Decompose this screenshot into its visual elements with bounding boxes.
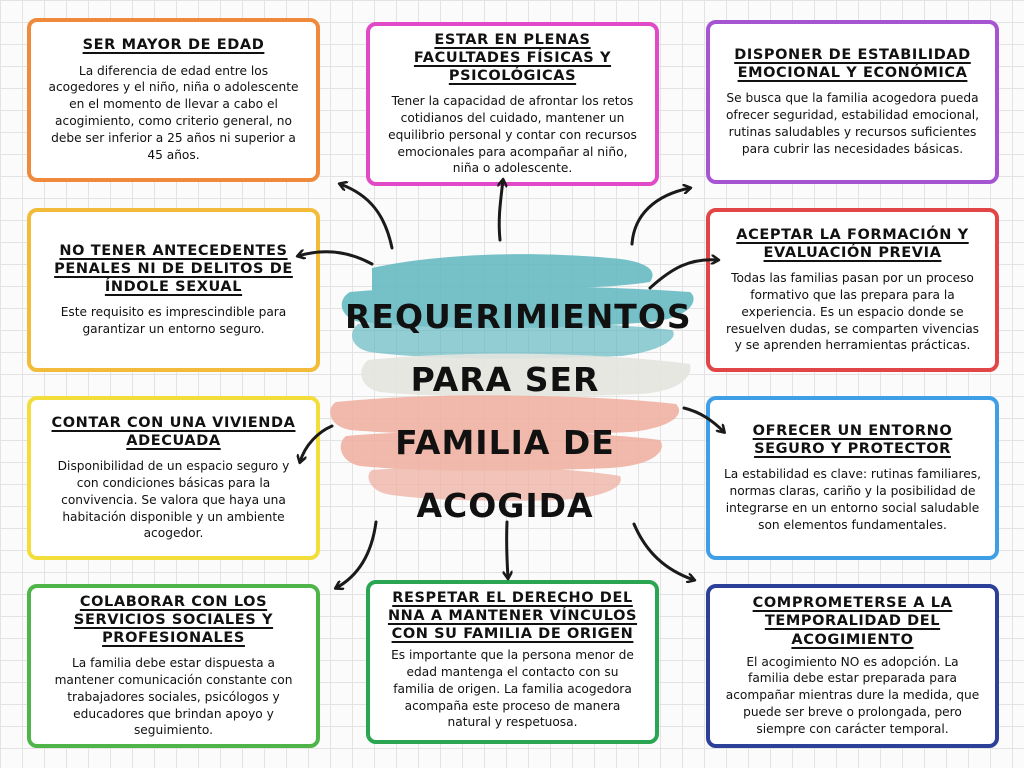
title-line-3: FAMILIA DE — [395, 423, 615, 462]
arrow-to-vinculos — [507, 520, 508, 578]
card-text: El acogimiento NO es adopción. La famili… — [725, 654, 980, 736]
card-text: Este requisito es imprescindible para ga… — [60, 305, 287, 337]
card-formacion: ACEPTAR LA FORMACIÓN Y EVALUACIÓN PREVIA… — [706, 208, 999, 372]
card-title: RESPETAR EL DERECHO DEL NNA A MANTENER V… — [387, 589, 638, 642]
card-facultades: ESTAR EN PLENAS FACULTADES FÍSICAS Y PSI… — [366, 22, 659, 186]
card-temporalidad: COMPROMETERSE A LA TEMPORALIDAD DEL ACOG… — [706, 584, 999, 748]
arrow-to-temporalidad — [632, 522, 694, 580]
title-line-2: PARA SER — [410, 360, 600, 399]
card-title: CONTAR CON UNA VIVIENDA ADECUADA — [51, 414, 296, 449]
card-title: COMPROMETERSE A LA TEMPORALIDAD DEL ACOG… — [752, 595, 953, 648]
card-vivienda: CONTAR CON UNA VIVIENDA ADECUADA Disponi… — [27, 396, 320, 560]
arrow-to-mayor-edad — [340, 184, 394, 250]
card-colaborar: COLABORAR CON LOS SERVICIOS SOCIALES Y P… — [27, 584, 320, 748]
central-title: REQUERIMIENTOS PARA SER FAMILIA DE ACOGI… — [345, 285, 692, 537]
card-text: Se busca que la familia acogedora pueda … — [725, 91, 980, 156]
arrow-to-estabilidad — [630, 188, 690, 246]
arrow-to-formacion — [648, 260, 718, 290]
arrow-to-facultades — [499, 180, 503, 242]
card-title: NO TENER ANTECEDENTES PENALES NI DE DELI… — [54, 242, 293, 296]
card-estabilidad: DISPONER DE ESTABILIDAD EMOCIONAL Y ECON… — [706, 20, 999, 184]
card-title: OFRECER UN ENTORNO SEGURO Y PROTECTOR — [752, 423, 953, 458]
arrow-to-antecedentes — [298, 252, 374, 266]
card-text: La familia debe estar dispuesta a manten… — [54, 656, 293, 738]
title-line-1: REQUERIMIENTOS — [345, 297, 692, 336]
card-text: La estabilidad es clave: rutinas familia… — [724, 467, 981, 532]
card-title: COLABORAR CON LOS SERVICIOS SOCIALES Y P… — [73, 593, 274, 646]
card-title: SER MAYOR DE EDAD — [82, 37, 265, 54]
card-text: Tener la capacidad de afrontar los retos… — [388, 94, 637, 176]
card-title: ACEPTAR LA FORMACIÓN Y EVALUACIÓN PREVIA — [736, 226, 969, 261]
card-title: ESTAR EN PLENAS FACULTADES FÍSICAS Y PSI… — [413, 31, 612, 84]
arrow-to-colaborar — [336, 520, 378, 588]
card-text: Todas las familias pasan por un proceso … — [725, 271, 980, 353]
arrow-to-entorno — [682, 406, 724, 432]
card-mayor-edad: SER MAYOR DE EDAD La diferencia de edad … — [27, 18, 320, 182]
peach-paint-stroke — [330, 395, 680, 501]
card-vinculos: RESPETAR EL DERECHO DEL NNA A MANTENER V… — [366, 580, 659, 744]
teal-paint-stroke — [341, 254, 694, 359]
card-title: DISPONER DE ESTABILIDAD EMOCIONAL Y ECON… — [734, 47, 971, 82]
card-text: Es importante que la persona menor de ed… — [391, 648, 634, 730]
card-antecedentes: NO TENER ANTECEDENTES PENALES NI DE DELI… — [27, 208, 320, 372]
title-line-4: ACOGIDA — [416, 486, 594, 525]
card-entorno: OFRECER UN ENTORNO SEGURO Y PROTECTOR La… — [706, 396, 999, 560]
card-text: La diferencia de edad entre los acogedor… — [48, 63, 299, 162]
card-text: Disponibilidad de un espacio seguro y co… — [57, 459, 290, 541]
grey-paint-stroke — [361, 353, 691, 397]
arrow-to-vivienda — [300, 424, 334, 462]
